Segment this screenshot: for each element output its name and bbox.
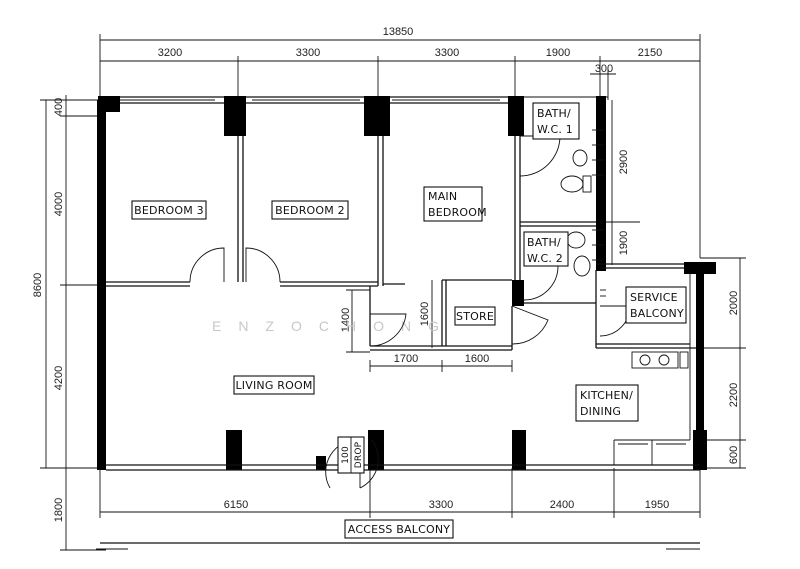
dim-left-3: 4200 [53,366,65,390]
dim-bottom-1: 6150 [224,499,248,511]
basin-icon [572,149,588,167]
dim-left-bottom: 1800 [53,498,65,522]
label-main-bedroom-line1: MAIN [428,190,457,203]
dim-right-outer-2: 2200 [728,383,740,407]
room-labels: BEDROOM 3 BEDROOM 2 MAIN BEDROOM BATH/ W… [131,102,687,539]
dim-interior-1700: 1700 [394,353,418,365]
dim-left-total: 8600 [32,273,44,297]
dim-left-1: 400 [53,98,65,116]
walls [97,96,716,471]
dim-bottom-4: 1950 [645,499,669,511]
label-main-bedroom-line2: BEDROOM [428,206,487,219]
dim-interior-1600-h: 1600 [465,353,489,365]
label-bath-2-line1: BATH/ [527,236,561,249]
dim-top-3: 3300 [435,47,459,59]
label-kitchen-line1: KITCHEN/ [580,389,633,402]
label-bath-2-line2: W.C. 2 [527,252,563,265]
basin-icon [566,231,586,249]
label-bedroom-2: BEDROOM 2 [275,204,345,217]
dim-top-total: 13850 [383,26,414,38]
doors [189,135,631,489]
dim-top-small: 300 [595,63,613,75]
dim-right-bath-2: 1900 [618,231,630,255]
label-drop: DROP [354,441,364,468]
toilet-icon [560,175,584,193]
dim-interior-1600-v: 1600 [419,302,431,326]
sink-icon [631,351,679,369]
dim-bottom-2: 3300 [429,499,453,511]
label-service-balcony-line2: BALCONY [630,307,684,320]
toilet-icon [573,255,591,277]
label-store: STORE [456,310,494,323]
label-bath-1-line1: BATH/ [537,107,571,120]
dim-left-2: 4000 [53,192,65,216]
label-access-balcony: ACCESS BALCONY [348,523,450,536]
dim-top-4: 1900 [546,47,570,59]
label-living-room: LIVING ROOM [235,379,312,392]
dim-right-bath-1: 2900 [618,150,630,174]
label-service-balcony-line1: SERVICE [630,291,678,304]
watermark: ENZOCHONG [212,318,456,334]
dim-top-2: 3300 [296,47,320,59]
label-drop-size: 100 [341,446,351,464]
dim-right-outer-3: 600 [728,446,740,464]
dim-top-5: 2150 [638,47,662,59]
dim-top-1: 3200 [158,47,182,59]
dim-bottom-3: 2400 [550,499,574,511]
label-bath-1-line2: W.C. 1 [537,123,573,136]
dim-interior-1400: 1400 [340,308,352,332]
label-kitchen-line2: DINING [580,405,621,418]
fixtures [560,129,689,369]
dimension-lines [40,34,746,551]
label-bedroom-3: BEDROOM 3 [134,204,204,217]
dimension-labels: 13850 3200 3300 3300 1900 2150 300 8600 … [32,26,740,522]
dim-right-outer-1: 2000 [728,291,740,315]
